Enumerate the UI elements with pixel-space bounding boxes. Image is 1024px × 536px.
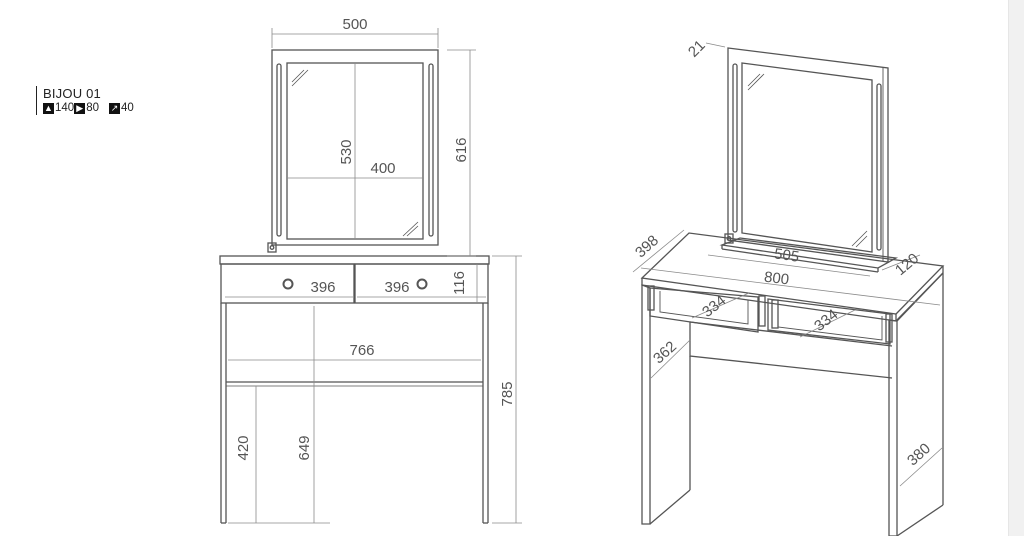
front-dimensions (225, 28, 522, 524)
front-led-strip-right (428, 63, 434, 237)
arrow-up-icon: ▲ (43, 102, 54, 114)
persp-led-strip-right (876, 83, 882, 251)
arrow-right-icon: ▶ (74, 102, 86, 114)
persp-drawer-right (767, 298, 891, 345)
drawer-knob-right (416, 278, 428, 290)
persp-mirror-glass (741, 62, 873, 253)
product-specs: ▲140 ▶80 ↗40 (43, 101, 134, 115)
front-led-strip-left (276, 63, 282, 237)
product-info: BIJOU 01 ▲140 ▶80 ↗40 (36, 86, 134, 115)
front-drawer-right (354, 263, 489, 304)
spec-depth: ↗40 (108, 102, 134, 114)
drawer-knob-left (282, 278, 294, 290)
persp-mirror-base (719, 237, 899, 269)
dim-under-drawer-height: 649 (296, 435, 313, 460)
spec-width: ▶80 (74, 101, 99, 115)
front-mirror-switch (267, 242, 277, 253)
front-view (219, 49, 490, 524)
dim-mirror-depth: 21 (685, 37, 709, 61)
front-drawer-left (220, 263, 355, 304)
dim-mirror-base-width: 505 (773, 245, 800, 265)
dim-mirror-width: 500 (342, 16, 367, 33)
dim-mirror-height: 616 (453, 137, 470, 162)
dim-knee-height: 420 (235, 435, 252, 460)
dim-mirror-base-depth: 120 (892, 250, 922, 279)
scrollbar-track[interactable] (1008, 0, 1024, 536)
dim-drawer-left-width: 396 (310, 279, 335, 296)
product-model: BIJOU 01 (43, 86, 101, 101)
dim-inner-width: 766 (349, 342, 374, 359)
dim-total-height: 785 (499, 381, 516, 406)
perspective-dimensions (632, 42, 943, 487)
front-table-top (219, 255, 490, 265)
arrow-diagonal-icon: ↗ (108, 102, 120, 114)
dim-top-width: 800 (763, 269, 790, 289)
persp-led-strip-left (732, 63, 738, 233)
dim-side-depth: 362 (650, 338, 680, 367)
persp-mirror-frame (727, 47, 889, 263)
dim-leg-depth: 380 (904, 440, 934, 469)
front-mirror-frame (271, 49, 439, 246)
persp-left-side (641, 284, 651, 525)
dim-glass-width: 400 (370, 160, 395, 177)
dim-drawer-height: 116 (451, 271, 468, 295)
persp-right-side (888, 319, 898, 536)
dim-drawer-right-width: 396 (384, 279, 409, 296)
dim-drawer-right-depth: 334 (811, 306, 841, 335)
spec-height: ▲140 (43, 102, 75, 114)
dim-top-depth: 398 (632, 232, 662, 261)
perspective-view (640, 47, 945, 536)
dim-glass-height: 530 (338, 139, 355, 164)
